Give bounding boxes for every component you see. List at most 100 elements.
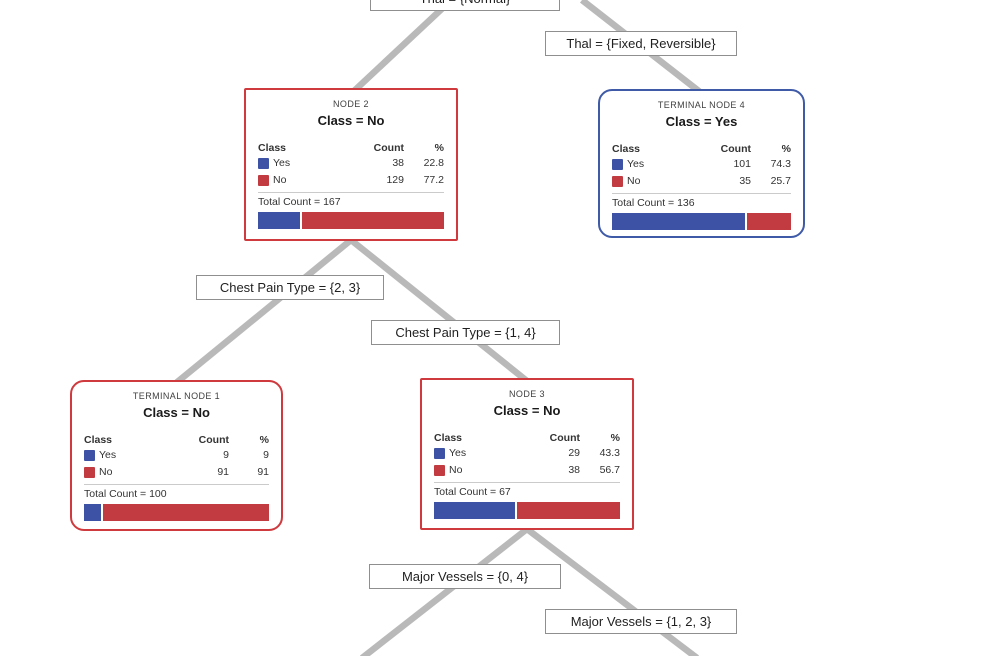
total-count-label: Total Count = 100: [84, 488, 167, 500]
legend-swatch-yes: [258, 158, 269, 169]
class-distribution-table: Class Count % Yes 101 74.3 No 35 25.7: [612, 142, 791, 190]
legend-swatch-yes: [434, 448, 445, 459]
node-predicted-class: Class = No: [143, 405, 210, 420]
percent-value: 91: [257, 466, 269, 478]
count-value: 35: [739, 175, 751, 187]
column-header-class: Class: [434, 431, 463, 444]
legend-swatch-yes: [84, 450, 95, 461]
count-value: 101: [733, 158, 751, 170]
table-header-row: Class Count %: [84, 433, 269, 447]
total-count-label: Total Count = 67: [434, 486, 511, 498]
column-header-percent: %: [781, 142, 791, 155]
table-row: No 129 77.2: [258, 172, 444, 189]
class-value: Yes: [273, 157, 291, 169]
edge-label-chest-pain-1-4: Chest Pain Type = {1, 4}: [371, 320, 560, 345]
tree-terminal-node-1[interactable]: TERMINAL NODE 1 Class = No Class Count %…: [70, 380, 283, 531]
node-title: NODE 2: [333, 99, 369, 109]
percent-value: 9: [263, 449, 269, 461]
percent-value: 77.2: [423, 174, 444, 186]
count-value: 91: [217, 466, 229, 478]
edge-node2-to-terminal1: [173, 237, 354, 386]
percent-value: 74.3: [770, 158, 791, 170]
bar-segment-yes: [612, 213, 745, 230]
column-header-percent: %: [610, 431, 620, 444]
edge-label-major-vessels-1-2-3: Major Vessels = {1, 2, 3}: [545, 609, 737, 634]
edge-label-major-vessels-0-4: Major Vessels = {0, 4}: [369, 564, 561, 589]
bar-segment-no: [516, 502, 620, 519]
class-value: No: [449, 464, 463, 476]
divider: [612, 193, 791, 194]
class-value: No: [273, 174, 287, 186]
node-title: TERMINAL NODE 4: [657, 100, 746, 110]
total-count-label: Total Count = 136: [612, 197, 695, 209]
count-value: 29: [568, 447, 580, 459]
column-header-count: Count: [373, 141, 404, 154]
legend-swatch-yes: [612, 159, 623, 170]
class-value: Yes: [449, 447, 467, 459]
divider: [434, 482, 620, 483]
count-value: 9: [223, 449, 229, 461]
percent-value: 43.3: [599, 447, 620, 459]
table-row: No 38 56.7: [434, 462, 620, 479]
table-row: Yes 9 9: [84, 447, 269, 464]
table-row: No 35 25.7: [612, 173, 791, 190]
legend-swatch-no: [258, 175, 269, 186]
count-value: 129: [386, 174, 404, 186]
class-distribution-table: Class Count % Yes 9 9 No 91 91: [84, 433, 269, 481]
table-header-row: Class Count %: [258, 141, 444, 155]
tree-node-3[interactable]: NODE 3 Class = No Class Count % Yes 29 4…: [420, 378, 634, 530]
table-row: Yes 38 22.8: [258, 155, 444, 172]
percent-value: 25.7: [770, 175, 791, 187]
class-proportion-bar: [434, 502, 620, 519]
column-header-percent: %: [434, 141, 444, 154]
class-value: Yes: [99, 449, 117, 461]
bar-segment-no: [102, 504, 269, 521]
class-value: No: [99, 466, 113, 478]
table-row: No 91 91: [84, 464, 269, 481]
node-predicted-class: Class = No: [317, 113, 385, 128]
edge-root-to-node2: [351, 1, 450, 94]
divider: [84, 484, 269, 485]
class-proportion-bar: [612, 213, 791, 230]
count-value: 38: [392, 157, 404, 169]
bar-segment-yes: [84, 504, 101, 521]
class-distribution-table: Class Count % Yes 29 43.3 No 38 56.7: [434, 431, 620, 479]
legend-swatch-no: [84, 467, 95, 478]
table-header-row: Class Count %: [434, 431, 620, 445]
bar-segment-no: [302, 212, 444, 229]
column-header-class: Class: [258, 141, 287, 154]
class-value: No: [627, 175, 641, 187]
edge-node2-to-node3: [348, 237, 530, 384]
edge-label-thal-normal: Thal = {Normal}: [370, 0, 560, 11]
node-predicted-class: Class = No: [493, 403, 561, 418]
edge-node3-left-child: [359, 526, 530, 656]
table-row: Yes 29 43.3: [434, 445, 620, 462]
class-value: Yes: [627, 158, 645, 170]
divider: [258, 192, 444, 193]
column-header-class: Class: [84, 433, 113, 446]
table-header-row: Class Count %: [612, 142, 791, 156]
edge-label-thal-fixed-reversible: Thal = {Fixed, Reversible}: [545, 31, 737, 56]
column-header-count: Count: [720, 142, 751, 155]
tree-node-2[interactable]: NODE 2 Class = No Class Count % Yes 38 2…: [244, 88, 458, 241]
column-header-percent: %: [259, 433, 269, 446]
class-distribution-table: Class Count % Yes 38 22.8 No 129 77.2: [258, 141, 444, 189]
column-header-count: Count: [549, 431, 580, 444]
tree-terminal-node-4[interactable]: TERMINAL NODE 4 Class = Yes Class Count …: [598, 89, 805, 238]
node-title: TERMINAL NODE 1: [132, 391, 221, 401]
table-row: Yes 101 74.3: [612, 156, 791, 173]
percent-value: 22.8: [423, 157, 444, 169]
bar-segment-no: [746, 213, 791, 230]
total-count-label: Total Count = 167: [258, 196, 341, 208]
legend-swatch-no: [434, 465, 445, 476]
bar-segment-yes: [434, 502, 515, 519]
legend-swatch-no: [612, 176, 623, 187]
class-proportion-bar: [258, 212, 444, 229]
class-proportion-bar: [84, 504, 269, 521]
node-title: NODE 3: [509, 389, 545, 399]
node-predicted-class: Class = Yes: [665, 114, 738, 129]
count-value: 38: [568, 464, 580, 476]
column-header-count: Count: [198, 433, 229, 446]
